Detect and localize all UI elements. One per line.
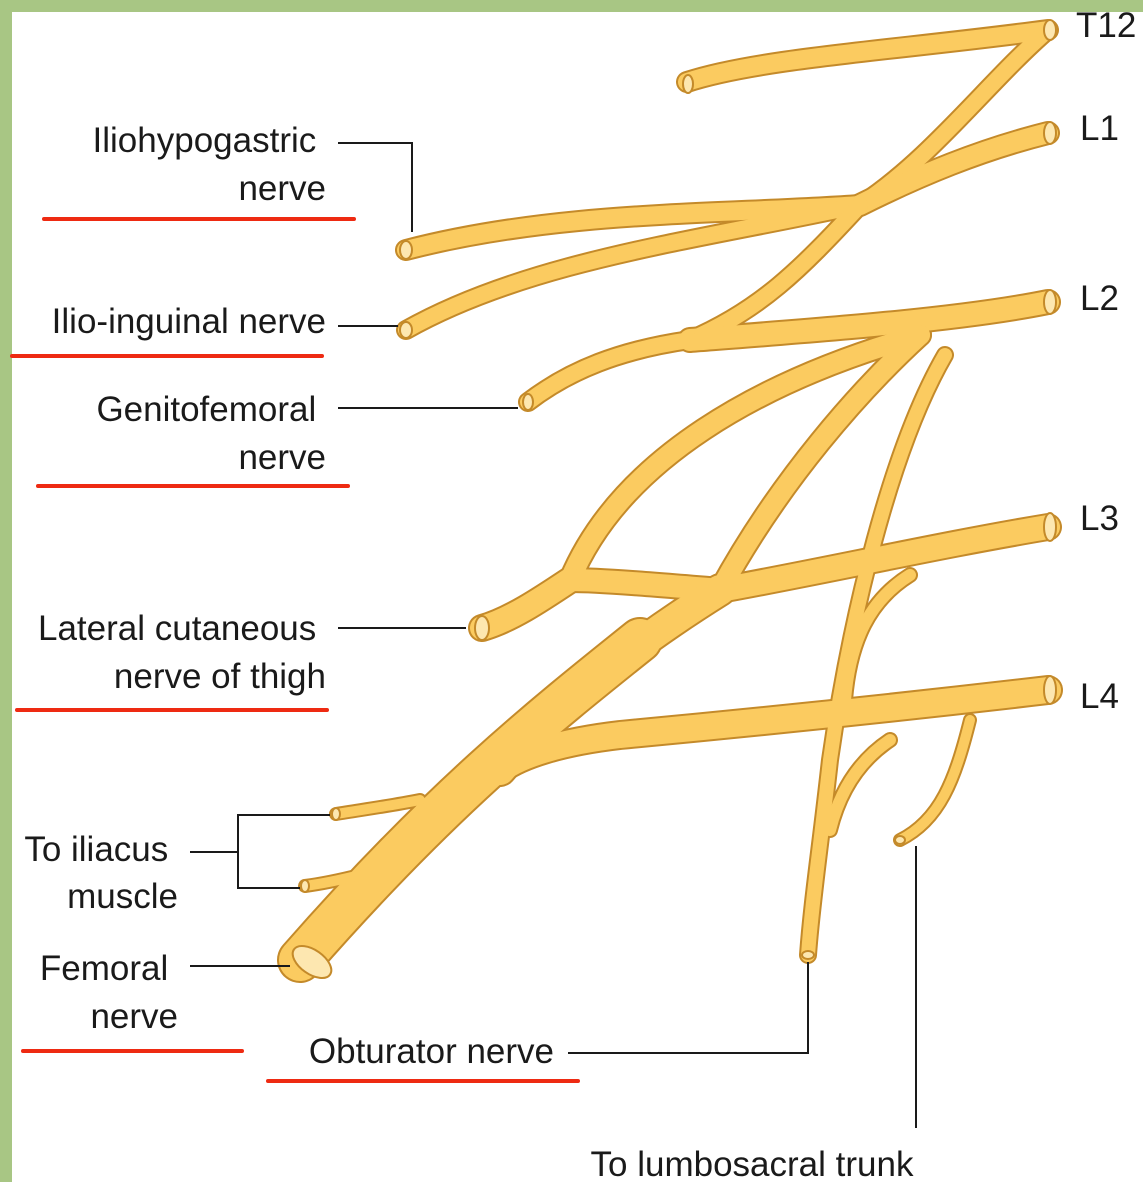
label-iliacus: To iliacus muscle (24, 830, 178, 916)
level-l1: L1 (1080, 109, 1119, 148)
nerve-plexus (287, 20, 1056, 984)
label-lateral-cutaneous: Lateral cutaneous nerve of thigh (38, 609, 326, 696)
label-genitofemoral: Genitofemoral nerve (96, 390, 326, 477)
label-iliohypogastric: Iliohypogastric nerve (93, 121, 326, 208)
level-l4: L4 (1080, 677, 1119, 716)
label-obturator: Obturator nerve (309, 1032, 554, 1071)
level-l3: L3 (1080, 499, 1119, 538)
leader-iliacus (238, 815, 330, 888)
label-lumbosacral: To lumbosacral trunk (591, 1145, 914, 1182)
level-l2: L2 (1080, 279, 1119, 318)
leader-obturator (568, 962, 808, 1053)
spinal-level-labels: T12 L1 L2 L3 L4 (1076, 6, 1136, 716)
level-t12: T12 (1076, 6, 1136, 45)
label-ilioinguinal: Ilio-inguinal nerve (52, 302, 326, 341)
label-femoral: Femoral nerve (40, 949, 178, 1036)
